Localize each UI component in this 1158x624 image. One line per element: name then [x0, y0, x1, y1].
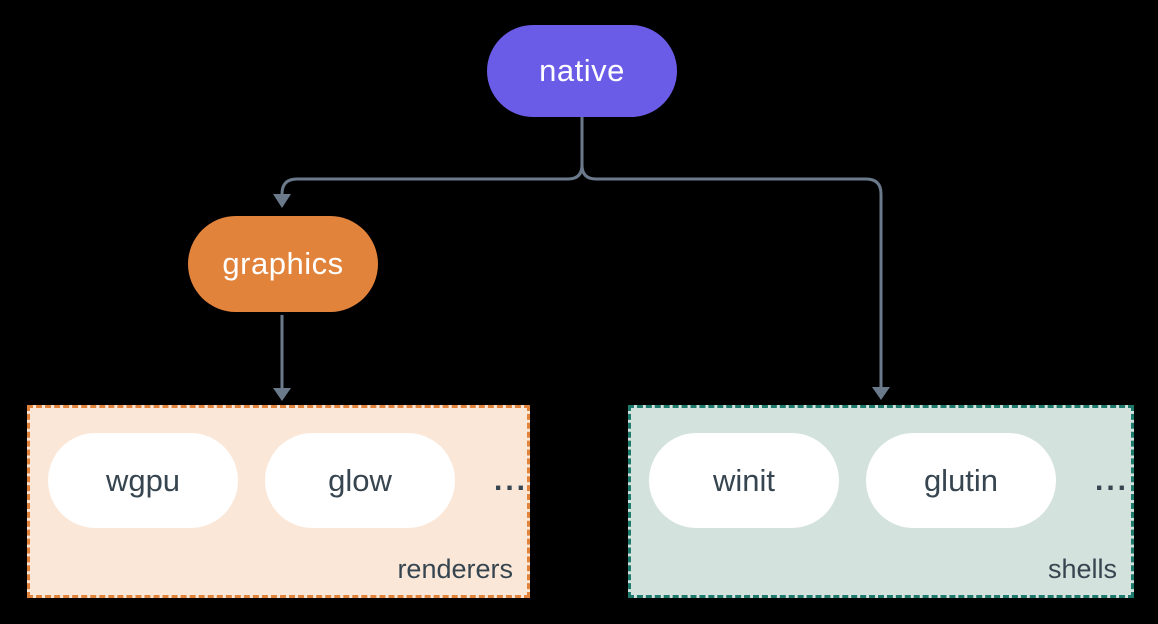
node-graphics-label: graphics: [222, 246, 344, 281]
node-graphics: graphics: [188, 216, 378, 312]
edge-native-to-shells: [580, 117, 883, 387]
pill-glutin: glutin: [866, 433, 1056, 528]
group-label-shells: shells: [1047, 554, 1117, 584]
group-shells: winit glutin ... shells: [628, 405, 1134, 598]
arrowhead-renderers: [273, 388, 291, 401]
pill-glow: glow: [265, 433, 455, 528]
group-label-renderers: renderers: [397, 554, 513, 584]
arrowhead-shells: [872, 387, 890, 400]
node-native: native: [487, 25, 677, 117]
renderers-ellipsis: ...: [493, 463, 528, 497]
pill-wgpu: wgpu: [48, 433, 238, 528]
node-native-label: native: [539, 53, 625, 88]
pill-glow-label: glow: [328, 462, 392, 498]
group-renderers: wgpu glow ... renderers: [27, 405, 530, 598]
edge-native-to-graphics: [280, 117, 584, 196]
pill-winit: winit: [649, 433, 839, 528]
pill-wgpu-label: wgpu: [105, 462, 181, 498]
pill-winit-label: winit: [712, 462, 775, 498]
pill-glutin-label: glutin: [923, 462, 999, 498]
arrowhead-graphics: [273, 194, 291, 208]
shells-ellipsis: ...: [1094, 463, 1129, 497]
